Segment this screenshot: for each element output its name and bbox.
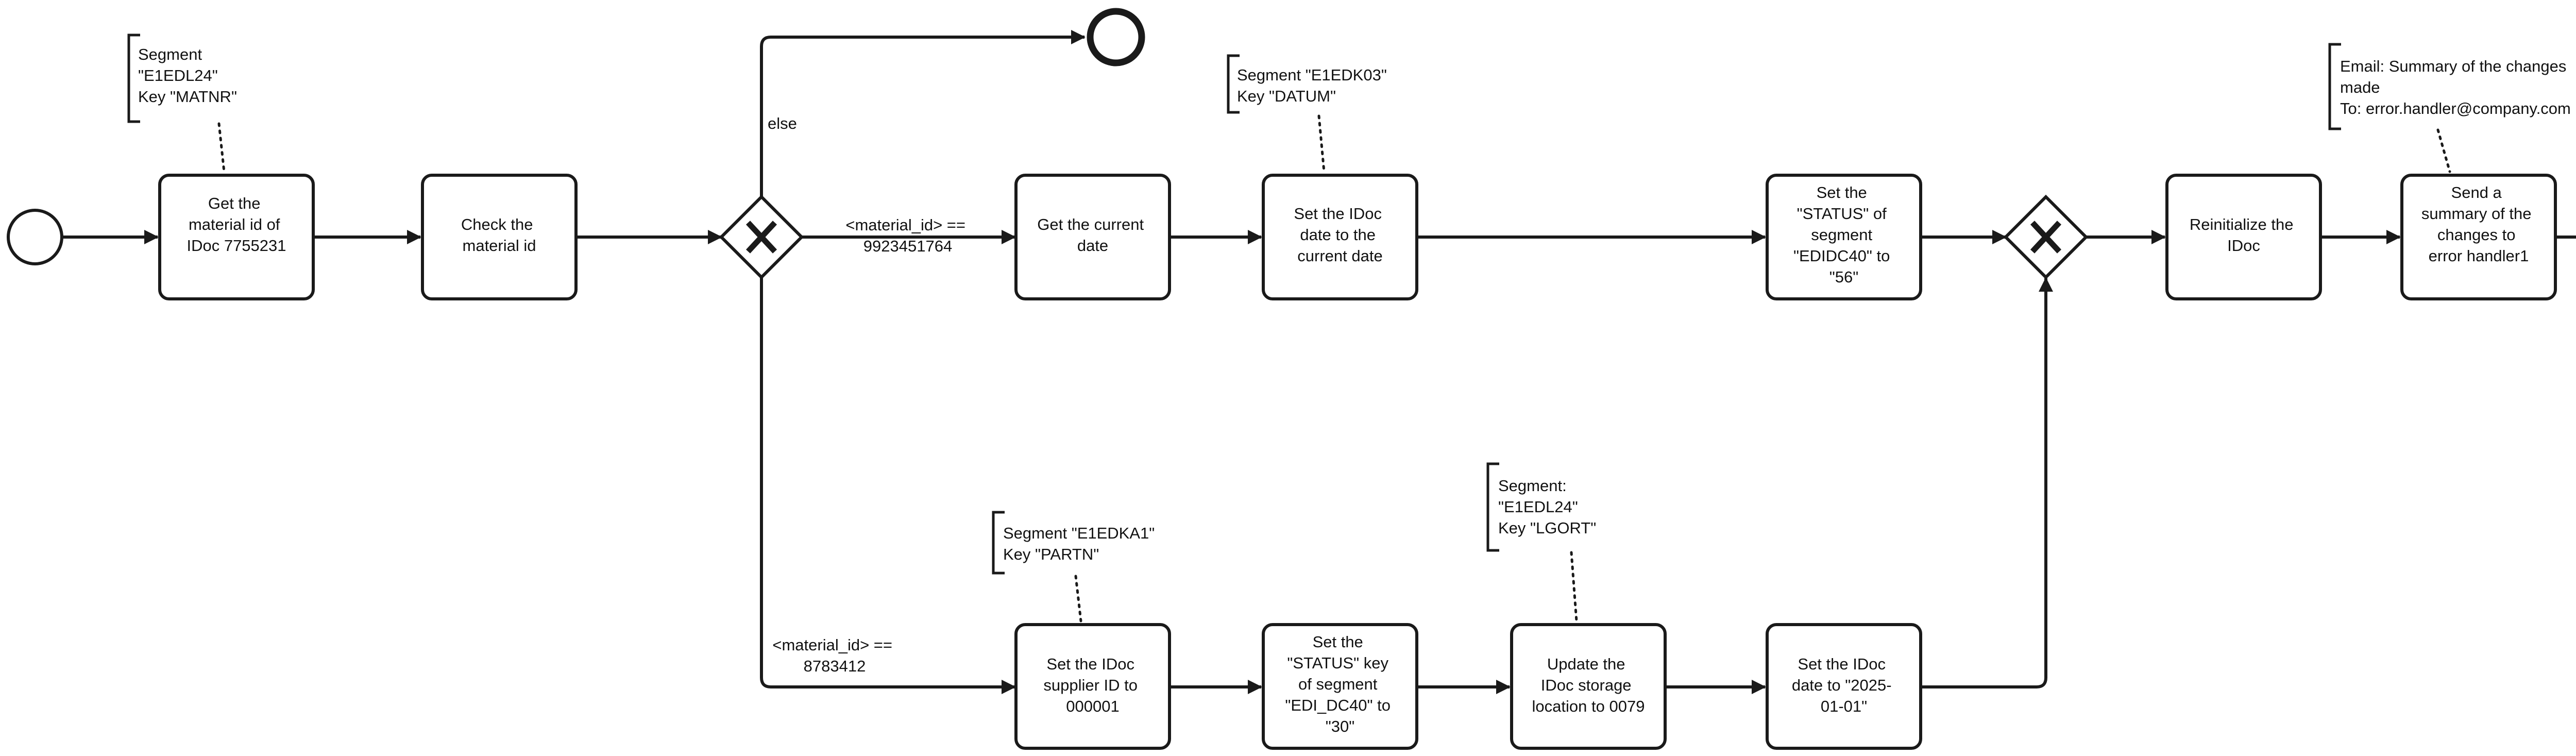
task-get-current-date[interactable]: Get the current date xyxy=(1014,174,1171,300)
task-label: Check the material id xyxy=(461,215,537,255)
annotation-email-summary: Email: Summary of the changes made To: e… xyxy=(2328,43,2571,173)
condition-material-9923451764: <material_id> == 9923451764 xyxy=(845,216,970,255)
annotation-datum-segment: Segment "E1EDK03" Key "DATUM" xyxy=(1227,54,1391,173)
task-get-material-id[interactable]: Get the material id of IDoc 7755231 xyxy=(158,174,315,300)
task-label: Update the IDoc storage location to 0079 xyxy=(1532,655,1645,715)
svg-text:Segment "E1EDKA1" Key "P: Segment "E1EDKA1" Key "PARTN" xyxy=(1003,524,1159,563)
task-label: Set the "STATUS" of segment "EDIDC40" to… xyxy=(1793,183,1894,286)
task-label: Get the material id of IDoc 7755231 xyxy=(187,194,286,255)
task-label: Set the IDoc supplier ID to 000001 xyxy=(1043,655,1142,715)
task-set-idoc-date-fixed[interactable]: Set the IDoc date to "2025- 01-01" xyxy=(1766,623,1922,750)
annotation-lgort-segment: Segment: "E1EDL24" Key "LGORT" xyxy=(1486,462,1596,623)
task-reinitialize-idoc[interactable]: Reinitialize the IDoc xyxy=(2165,174,2322,300)
task-label: Get the current date xyxy=(1037,215,1148,255)
svg-text:Segment "E1EDL24": Segment "E1EDL24" Key "MATNR" xyxy=(138,45,237,106)
condition-else: else xyxy=(768,114,797,132)
svg-text:Segment "E1EDK03" Key "D: Segment "E1EDK03" Key "DATUM" xyxy=(1237,66,1391,105)
annotation-partn-segment: Segment "E1EDKA1" Key "PARTN" xyxy=(992,511,1159,623)
flow-gateway-else-to-end xyxy=(760,30,1086,197)
task-label: Set the IDoc date to the current date xyxy=(1294,205,1386,265)
task-label: Set the IDoc date to "2025- 01-01" xyxy=(1792,655,1896,715)
annotation-material-segment: Segment "E1EDL24" Key "MATNR" xyxy=(127,33,237,173)
task-send-summary[interactable]: Send a summary of the changes to error h… xyxy=(2400,174,2557,300)
flow-fixed-date-to-join-gateway xyxy=(1921,277,2053,688)
exclusive-gateway-join xyxy=(2003,194,2089,280)
exclusive-gateway-split xyxy=(719,194,804,280)
flow-gateway-to-set-supplier xyxy=(760,277,1016,694)
task-set-status-30[interactable]: Set the "STATUS" key of segment "EDI_DC4… xyxy=(1262,623,1418,750)
svg-text:Email: Summary of the changes: Email: Summary of the changes made To: e… xyxy=(2340,57,2571,117)
task-set-idoc-date-current[interactable]: Set the IDoc date to the current date xyxy=(1262,174,1418,300)
task-check-material-id[interactable]: Check the material id xyxy=(421,174,578,300)
svg-text:Segment: "E1EDL24": Segment: "E1EDL24" Key "LGORT" xyxy=(1498,477,1596,537)
task-label: Reinitialize the IDoc xyxy=(2190,215,2298,255)
condition-material-8783412: <material_id> == 8783412 xyxy=(772,636,896,675)
task-update-storage-location[interactable]: Update the IDoc storage location to 0079 xyxy=(1510,623,1667,750)
task-label: Send a summary of the changes to error h… xyxy=(2421,183,2536,265)
end-event xyxy=(1087,8,1145,66)
task-set-supplier-id[interactable]: Set the IDoc supplier ID to 000001 xyxy=(1014,623,1171,750)
task-set-status-56[interactable]: Set the "STATUS" of segment "EDIDC40" to… xyxy=(1766,174,1922,300)
task-label: Set the "STATUS" key of segment "EDI_DC4… xyxy=(1285,633,1395,735)
start-event xyxy=(7,209,63,265)
